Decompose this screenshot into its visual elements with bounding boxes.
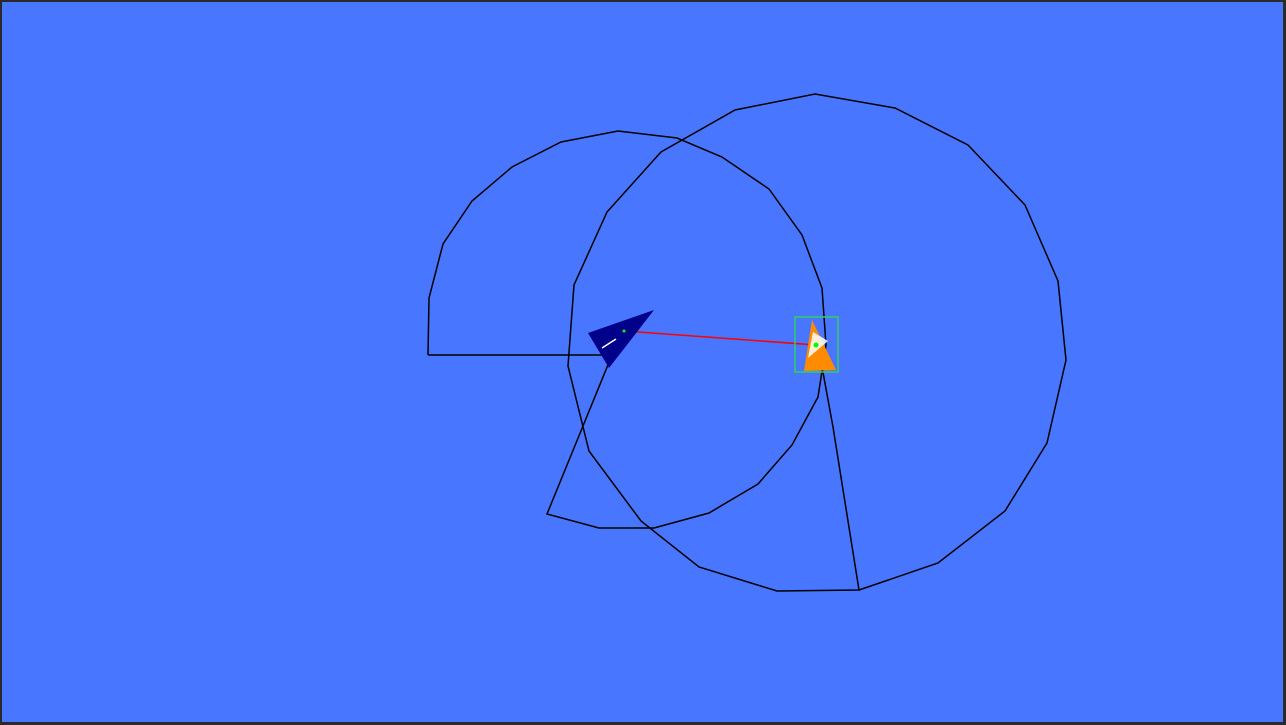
enemy-range-outline xyxy=(567,93,1067,592)
player-ship-hull xyxy=(588,310,654,368)
player-ship[interactable] xyxy=(588,310,654,368)
player-ship-stripe xyxy=(601,338,617,349)
enemy-ship[interactable] xyxy=(794,316,839,373)
player-ship-marker xyxy=(622,329,626,333)
enemy-ship-marker xyxy=(813,342,819,348)
player-detection-arc xyxy=(427,130,827,529)
target-line xyxy=(623,330,817,346)
enemy-selection-box xyxy=(794,316,839,373)
